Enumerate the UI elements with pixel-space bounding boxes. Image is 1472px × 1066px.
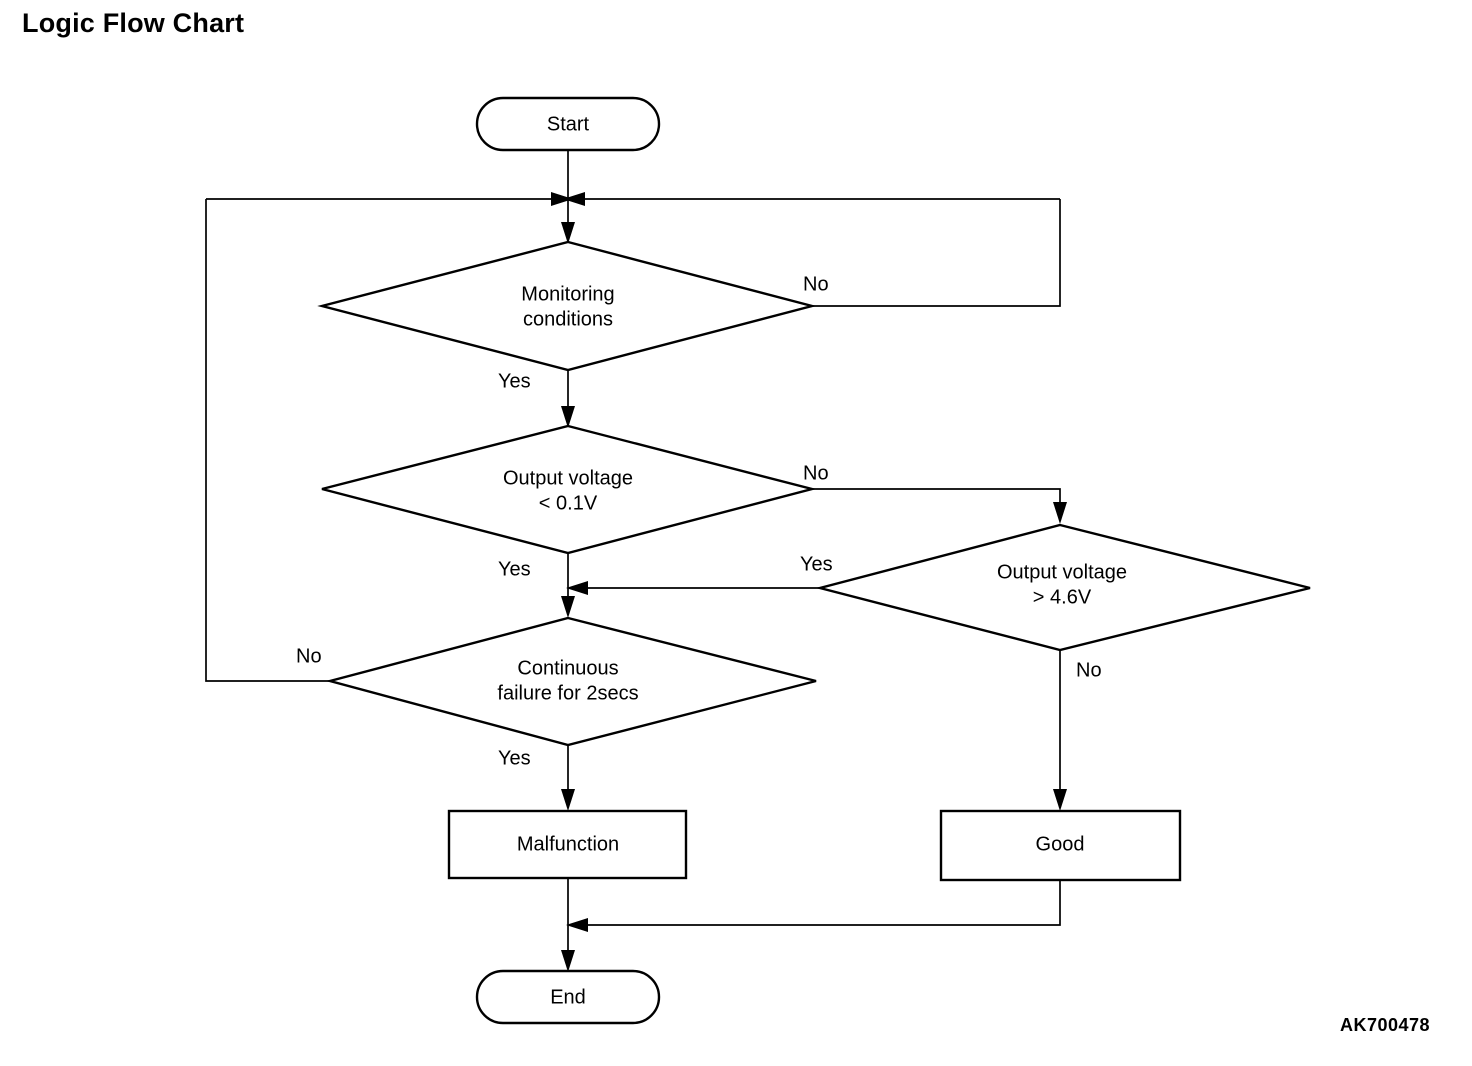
node-volt-low-label-line1: Output voltage — [503, 467, 633, 489]
arrowhead-into-volt-low — [561, 406, 575, 428]
figure-code-label: AK700478 — [1340, 1015, 1431, 1035]
node-malfunction[interactable] — [447, 809, 688, 880]
arrowhead-into-good — [1053, 789, 1067, 811]
arrowhead-volt-high-yes-merge — [566, 581, 588, 595]
node-start[interactable] — [475, 96, 661, 152]
node-output-voltage-high[interactable] — [815, 523, 1311, 652]
arrowhead-into-monitoring — [561, 222, 575, 244]
node-continuous-failure[interactable] — [325, 616, 817, 747]
arrowhead-junction-from-left — [551, 192, 573, 206]
arrowhead-good-merge — [566, 918, 588, 932]
edge-label-volt-low-no: No — [803, 462, 829, 484]
node-malfunction-label: Malfunction — [517, 833, 619, 855]
node-output-voltage-low[interactable] — [321, 424, 817, 555]
node-volt-high-label-line1: Output voltage — [997, 561, 1127, 583]
node-good[interactable] — [939, 809, 1182, 882]
arrowhead-into-cont-fail — [561, 596, 575, 618]
node-cont-fail-label-line1: Continuous — [517, 657, 618, 679]
page-title: Logic Flow Chart — [22, 8, 245, 38]
node-monitoring-conditions[interactable] — [317, 240, 817, 372]
arrowhead-junction-from-right — [563, 192, 585, 206]
edge-volt-low-no — [812, 488, 1061, 514]
edge-label-cont-fail-yes: Yes — [498, 747, 531, 769]
edge-label-monitoring-no: No — [803, 273, 829, 295]
edge-label-cont-fail-no: No — [296, 645, 322, 667]
edge-label-volt-high-yes: Yes — [800, 553, 833, 575]
node-end-label: End — [550, 986, 586, 1008]
edge-cont-fail-no-loop — [205, 199, 330, 682]
node-monitoring-label-line2: conditions — [523, 308, 613, 330]
arrowhead-into-end — [561, 950, 575, 972]
node-start-label: Start — [547, 113, 590, 135]
arrowhead-into-volt-high — [1053, 502, 1067, 524]
node-good-label: Good — [1036, 833, 1085, 855]
edge-monitoring-no-loop — [812, 199, 1061, 307]
edge-label-monitoring-yes: Yes — [498, 370, 531, 392]
node-cont-fail-label-line2: failure for 2secs — [497, 682, 638, 704]
arrowhead-into-malfunction — [561, 789, 575, 811]
node-volt-high-label-line2: > 4.6V — [1033, 586, 1092, 608]
node-volt-low-label-line2: < 0.1V — [539, 492, 598, 514]
edge-label-volt-low-yes: Yes — [498, 558, 531, 580]
edge-label-volt-high-no: No — [1076, 659, 1102, 681]
edge-good-to-end — [575, 880, 1061, 926]
node-monitoring-label-line1: Monitoring — [521, 283, 614, 305]
node-end[interactable] — [475, 969, 661, 1025]
